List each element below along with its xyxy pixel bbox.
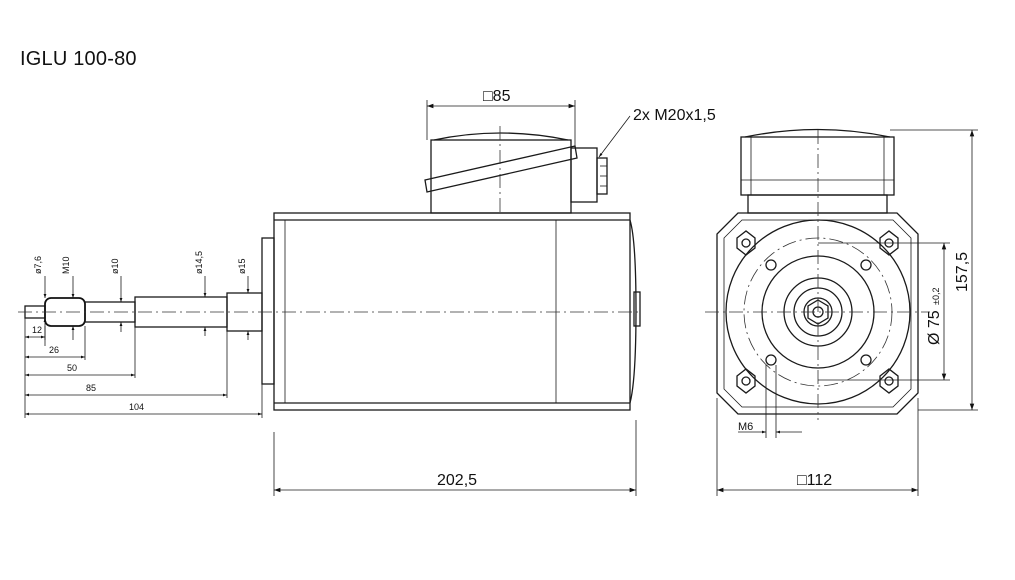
dim-terminal-box: □85 <box>426 88 576 146</box>
front-view: Ø 75 ±0,2 157,5 M6 □112 <box>705 128 978 496</box>
dim-d145: ø14,5 <box>194 251 204 274</box>
len-12: 12 <box>32 325 42 335</box>
side-flange <box>261 237 275 385</box>
dim-pilot-diameter: Ø 75 ±0,2 <box>818 242 950 381</box>
dim-202-label: 202,5 <box>437 472 477 489</box>
shaft-length-dims: 12 26 50 85 104 <box>24 318 263 418</box>
dim-75-label: Ø 75 <box>926 310 943 345</box>
terminal-box <box>424 132 608 214</box>
drawing-title: IGLU 100-80 <box>20 48 137 70</box>
dim-cable-gland: 2x M20x1,5 <box>598 107 716 158</box>
dim-total-height: 157,5 <box>890 129 978 411</box>
dim-d10: ø10 <box>110 258 120 274</box>
dim-d15: ø15 <box>237 258 247 274</box>
len-50: 50 <box>67 363 77 373</box>
len-85: 85 <box>86 383 96 393</box>
dim-body-length: 202,5 <box>273 420 637 496</box>
front-flange <box>716 212 919 415</box>
dim-flange-square: □112 <box>716 398 919 496</box>
side-view: ø7,6 M10 ø10 ø14,5 ø15 12 26 50 85 104 <box>18 88 716 496</box>
dim-85-label: □85 <box>483 88 511 105</box>
motor-body <box>273 212 631 411</box>
dim-75-tolerance: ±0,2 <box>931 288 941 305</box>
dim-m10: M10 <box>61 256 71 274</box>
len-26: 26 <box>49 345 59 355</box>
dim-112-label: □112 <box>797 472 832 489</box>
dim-m6-label: M6 <box>738 421 753 433</box>
corner-bolts <box>736 230 899 394</box>
len-104: 104 <box>129 402 144 412</box>
dim-157-label: 157,5 <box>954 252 971 292</box>
dim-thread: M6 <box>738 365 802 438</box>
dim-d76: ø7,6 <box>33 256 43 274</box>
cable-gland-label: 2x M20x1,5 <box>633 107 716 124</box>
